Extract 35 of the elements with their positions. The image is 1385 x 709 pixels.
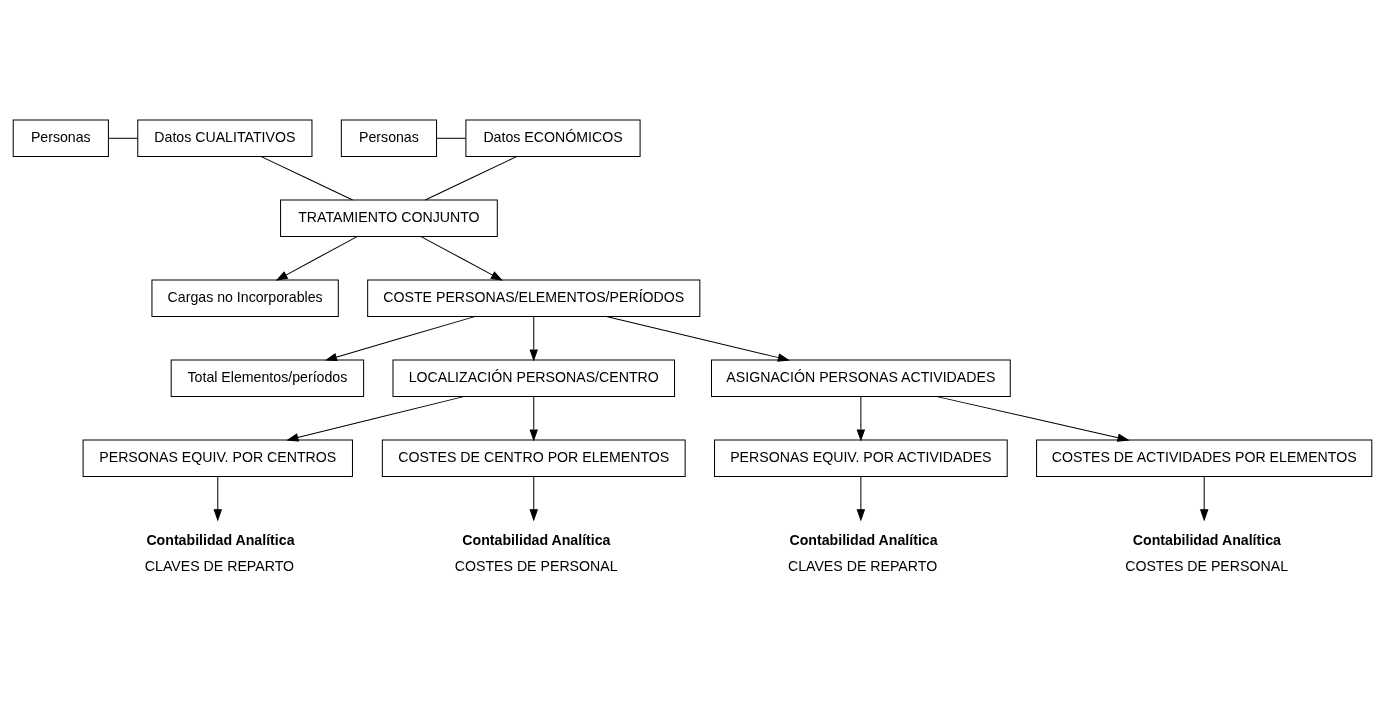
node-box: PERSONAS EQUIV. POR CENTROS (82, 439, 353, 478)
arrow (856, 476, 866, 522)
node-box: LOCALIZACIÓN PERSONAS/CENTRO (392, 359, 676, 398)
node-text: Contabilidad Analítica CLAVES DE REPARTO (144, 531, 295, 574)
node-text: Contabilidad Analítica COSTES DE PERSONAL (1125, 531, 1289, 574)
node-box: PERSONAS EQUIV. POR ACTIVIDADES (714, 439, 1008, 478)
node-box: COSTE PERSONAS/ELEMENTOS/PERÍODOS (367, 279, 701, 318)
node-box: COSTES DE CENTRO POR ELEMENTOS (381, 439, 686, 478)
arrow (324, 316, 476, 362)
node-box: Total Elementos/períodos (170, 359, 365, 398)
node-box: COSTES DE ACTIVIDADES POR ELEMENTOS (1036, 439, 1373, 478)
arrow (213, 476, 223, 522)
node-box: TRATAMIENTO CONJUNTO (280, 199, 498, 238)
connector (260, 156, 354, 201)
connector (424, 156, 518, 201)
arrow (529, 476, 538, 522)
arrow (529, 396, 538, 442)
node-box: Datos CUALITATIVOS (137, 119, 313, 157)
node-box: Datos ECONÓMICOS (465, 119, 641, 157)
node-box: Personas (12, 119, 109, 157)
arrow (856, 396, 866, 442)
arrow (275, 236, 358, 281)
arrow (605, 316, 790, 362)
arrow (420, 236, 504, 281)
node-box: Personas (340, 119, 438, 157)
node-box: Cargas no Incorporables (151, 279, 339, 318)
node-text: Contabilidad Analítica COSTES DE PERSONAL (454, 531, 618, 574)
arrow (286, 396, 465, 442)
arrow (1199, 476, 1209, 522)
arrow (936, 396, 1130, 442)
connector (108, 137, 139, 139)
arrow (529, 316, 538, 362)
node-box: ASIGNACIÓN PERSONAS ACTIVIDADES (711, 359, 1011, 398)
connector (436, 137, 467, 139)
node-text: Contabilidad Analítica CLAVES DE REPARTO (787, 531, 938, 574)
